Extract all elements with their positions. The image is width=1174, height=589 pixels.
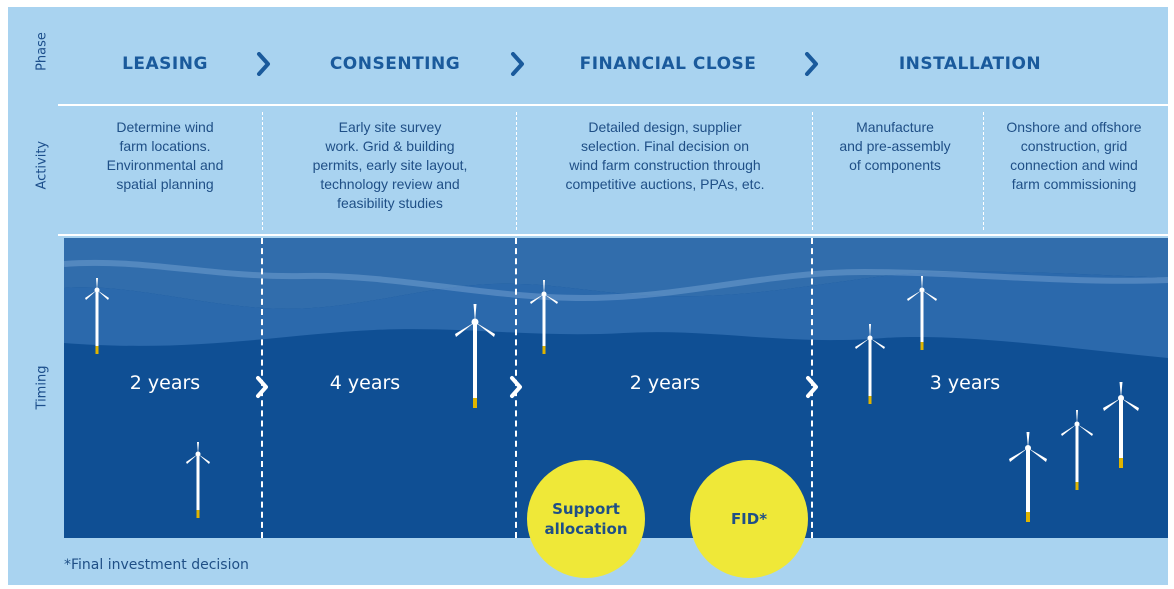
timing-sea-background	[64, 238, 1168, 538]
activity-divider	[516, 112, 517, 230]
duration-consenting: 4 years	[329, 372, 401, 394]
activity-divider	[262, 112, 263, 230]
chevron-right-icon	[510, 376, 522, 398]
milestone-support-allocation: Support allocation	[527, 460, 645, 578]
duration-installation: 3 years	[929, 372, 1001, 394]
wind-turbine-icon	[186, 442, 210, 518]
sea-waves-illustration	[64, 238, 1168, 538]
phase-financial-close: FINANCIAL CLOSE	[579, 54, 757, 74]
duration-leasing: 2 years	[129, 372, 201, 394]
phase-row-separator	[58, 104, 1168, 106]
wind-turbine-icon	[1009, 432, 1047, 522]
wind-turbine-icon	[1061, 410, 1093, 490]
activity-divider	[983, 112, 984, 230]
wind-turbine-icon	[907, 276, 937, 350]
phase-leasing: LEASING	[122, 54, 208, 74]
timing-divider	[811, 238, 813, 538]
row-label-phase: Phase	[34, 32, 50, 71]
chevron-right-icon	[257, 52, 270, 76]
chevron-right-icon	[511, 52, 524, 76]
timing-divider	[261, 238, 263, 538]
wind-turbine-icon	[85, 278, 109, 354]
chevron-right-icon	[256, 376, 268, 398]
chevron-right-icon	[806, 376, 818, 398]
phase-installation: INSTALLATION	[898, 54, 1042, 74]
chevron-right-icon	[805, 52, 818, 76]
row-label-timing: Timing	[34, 365, 50, 410]
activity-financial-close: Detailed design, supplier selection. Fin…	[565, 119, 765, 192]
activity-row-separator	[58, 234, 1168, 236]
activity-manufacture: Manufacture and pre-assembly of componen…	[839, 119, 951, 173]
activity-divider	[812, 112, 813, 230]
wind-turbine-icon	[455, 304, 495, 408]
duration-financial-close: 2 years	[629, 372, 701, 394]
activity-consenting: Early site survey work. Grid & building …	[312, 119, 468, 211]
timing-divider	[515, 238, 517, 538]
phase-consenting: CONSENTING	[329, 54, 461, 74]
wind-turbine-icon	[1103, 382, 1139, 468]
footnote: *Final investment decision	[64, 557, 249, 573]
activity-leasing: Determine wind farm locations. Environme…	[106, 119, 224, 192]
row-label-activity: Activity	[34, 140, 50, 190]
activity-construction: Onshore and offshore construction, grid …	[1006, 119, 1142, 192]
wind-turbine-icon	[855, 324, 885, 404]
wind-turbine-icon	[530, 280, 558, 354]
milestone-fid: FID*	[690, 460, 808, 578]
